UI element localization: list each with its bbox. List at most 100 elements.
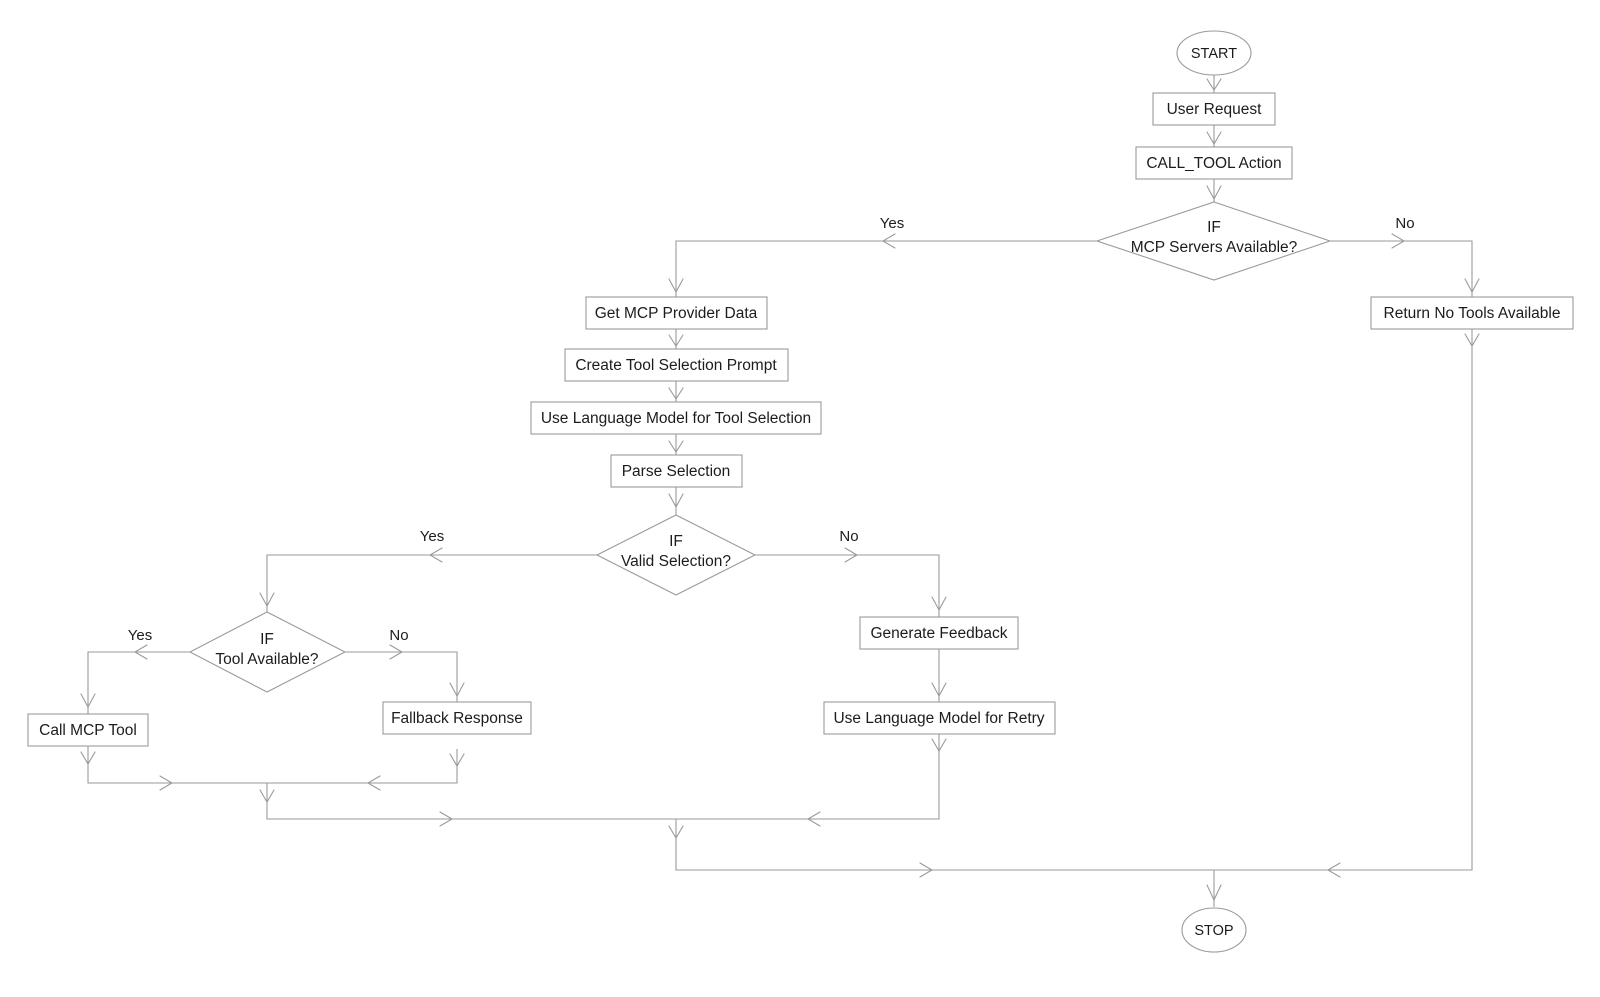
edge-if-tool-yes-to-call-mcp-tool <box>87 651 190 714</box>
arrow-fallback-merge-left <box>366 775 381 791</box>
start-label: START <box>1191 46 1237 62</box>
arrow-call-mcp-tool-down <box>80 751 96 766</box>
nodes-layer: START User Request CALL_TOOL Action IF M… <box>27 30 1574 953</box>
arrow-create-prompt-to-use-lm <box>668 387 684 401</box>
arrow-fallback-down <box>449 753 465 768</box>
if-mcp-servers-label-line2: MCP Servers Available? <box>1131 239 1298 256</box>
node-call-mcp-tool[interactable]: Call MCP Tool <box>27 713 149 747</box>
edge-label-tool-yes: Yes <box>128 627 152 644</box>
edge-second-merge-to-bottom-bar <box>675 819 1214 871</box>
arrow-if-mcp-no-down <box>1464 278 1480 294</box>
call-mcp-tool-box[interactable] <box>27 713 149 747</box>
fallback-response-label: Fallback Response <box>391 710 523 727</box>
call-mcp-tool-label: Call MCP Tool <box>39 722 137 739</box>
edge-if-valid-no-to-generate-feedback <box>755 554 940 617</box>
arrow-call-tool-to-if-mcp <box>1206 185 1222 201</box>
arrow-bottom-bar-to-stop <box>1206 884 1222 902</box>
generate-feedback-box[interactable] <box>859 616 1019 650</box>
node-create-tool-selection-prompt[interactable]: Create Tool Selection Prompt <box>564 348 789 382</box>
node-stop[interactable]: STOP <box>1181 907 1247 953</box>
return-no-tools-box[interactable] <box>1370 296 1574 330</box>
parse-selection-label: Parse Selection <box>622 463 731 480</box>
arrow-bottom-bar-left <box>1326 862 1341 878</box>
node-start[interactable]: START <box>1176 30 1252 76</box>
node-if-valid-selection[interactable]: IF Valid Selection? <box>595 514 757 596</box>
use-lm-tool-selection-box[interactable] <box>530 401 822 435</box>
arrow-if-tool-yes-down <box>80 693 96 709</box>
use-lm-tool-selection-label: Use Language Model for Tool Selection <box>541 410 811 427</box>
node-if-tool-available[interactable]: IF Tool Available? <box>188 611 347 693</box>
edge-call-mcp-tool-to-merge <box>87 746 267 784</box>
edge-use-lm-retry-to-second-merge <box>676 734 940 820</box>
node-fallback-response[interactable]: Fallback Response <box>382 701 532 735</box>
edge-label-mcp-yes: Yes <box>880 215 904 232</box>
arrow-if-valid-yes-horizontal <box>428 547 443 563</box>
stop-ellipse[interactable] <box>1181 907 1247 953</box>
parse-selection-box[interactable] <box>610 454 743 488</box>
arrow-if-valid-no-horizontal <box>844 547 859 563</box>
node-use-lm-retry[interactable]: Use Language Model for Retry <box>823 701 1056 735</box>
if-mcp-servers-label-line1: IF <box>1207 219 1221 236</box>
user-request-box[interactable] <box>1152 92 1276 126</box>
arrow-return-no-tools-down <box>1464 333 1480 348</box>
use-lm-retry-box[interactable] <box>823 701 1056 735</box>
edge-if-mcp-no-to-return-no-tools <box>1330 240 1473 297</box>
if-mcp-servers-diamond[interactable] <box>1095 201 1332 281</box>
edge-left-merge-to-second-merge <box>266 783 676 820</box>
arrow-second-merge-down <box>668 825 684 840</box>
if-tool-available-label-line1: IF <box>260 631 274 648</box>
node-call-tool-action[interactable]: CALL_TOOL Action <box>1135 146 1293 180</box>
edge-fallback-to-merge <box>267 749 458 784</box>
arrow-get-provider-to-create-prompt <box>668 334 684 348</box>
create-tool-selection-prompt-label: Create Tool Selection Prompt <box>575 357 777 374</box>
edge-return-no-tools-to-bottom-bar <box>1214 329 1473 871</box>
node-parse-selection[interactable]: Parse Selection <box>610 454 743 488</box>
return-no-tools-label: Return No Tools Available <box>1384 305 1561 322</box>
arrow-generate-feedback-to-retry <box>931 682 947 698</box>
arrow-use-lm-to-parse-selection <box>668 440 684 454</box>
arrow-call-mcp-merge-right <box>159 775 174 791</box>
arrow-if-tool-no-down <box>449 682 465 698</box>
if-valid-selection-label-line1: IF <box>669 533 683 550</box>
get-mcp-provider-data-box[interactable] <box>585 296 768 330</box>
arrow-left-merge-down <box>259 789 275 804</box>
arrow-if-mcp-yes-horizontal <box>881 233 896 249</box>
edge-label-mcp-no: No <box>1395 215 1414 232</box>
arrow-use-lm-retry-down <box>931 738 947 753</box>
stop-label: STOP <box>1194 923 1233 939</box>
user-request-label: User Request <box>1167 101 1262 118</box>
arrow-parse-selection-to-if-valid <box>668 493 684 509</box>
arrow-second-merge-left <box>806 811 821 827</box>
edge-label-tool-no: No <box>389 627 408 644</box>
edge-label-valid-no: No <box>839 528 858 545</box>
node-user-request[interactable]: User Request <box>1152 92 1276 126</box>
node-use-lm-tool-selection[interactable]: Use Language Model for Tool Selection <box>530 401 822 435</box>
start-ellipse[interactable] <box>1176 30 1252 76</box>
arrow-if-valid-yes-down <box>259 592 275 608</box>
node-generate-feedback[interactable]: Generate Feedback <box>859 616 1019 650</box>
arrow-if-valid-no-down <box>931 596 947 612</box>
call-tool-action-box[interactable] <box>1135 146 1293 180</box>
if-tool-available-diamond[interactable] <box>188 611 347 693</box>
arrow-second-merge-right <box>439 811 454 827</box>
node-get-mcp-provider-data[interactable]: Get MCP Provider Data <box>585 296 768 330</box>
generate-feedback-label: Generate Feedback <box>870 625 1007 642</box>
node-return-no-tools[interactable]: Return No Tools Available <box>1370 296 1574 330</box>
arrow-if-tool-yes-horizontal <box>133 644 148 660</box>
arrow-if-mcp-yes-down <box>668 278 684 294</box>
arrow-if-tool-no-horizontal <box>389 644 404 660</box>
create-tool-selection-prompt-box[interactable] <box>564 348 789 382</box>
edges-layer: left, down to Get MCP Provider Data --> … <box>80 75 1480 907</box>
fallback-response-box[interactable] <box>382 701 532 735</box>
arrow-start-to-user-request <box>1206 78 1222 92</box>
edge-if-tool-no-to-fallback <box>345 651 458 702</box>
edge-labels-layer: Yes No Yes No Yes No <box>128 215 1415 644</box>
call-tool-action-label: CALL_TOOL Action <box>1146 155 1281 172</box>
node-if-mcp-servers[interactable]: IF MCP Servers Available? <box>1095 201 1332 281</box>
if-valid-selection-label-line2: Valid Selection? <box>621 553 731 570</box>
get-mcp-provider-data-label: Get MCP Provider Data <box>595 305 758 322</box>
if-tool-available-label-line2: Tool Available? <box>215 651 319 668</box>
if-valid-selection-diamond[interactable] <box>595 514 757 596</box>
edge-if-mcp-yes-to-get-provider <box>675 240 1097 297</box>
